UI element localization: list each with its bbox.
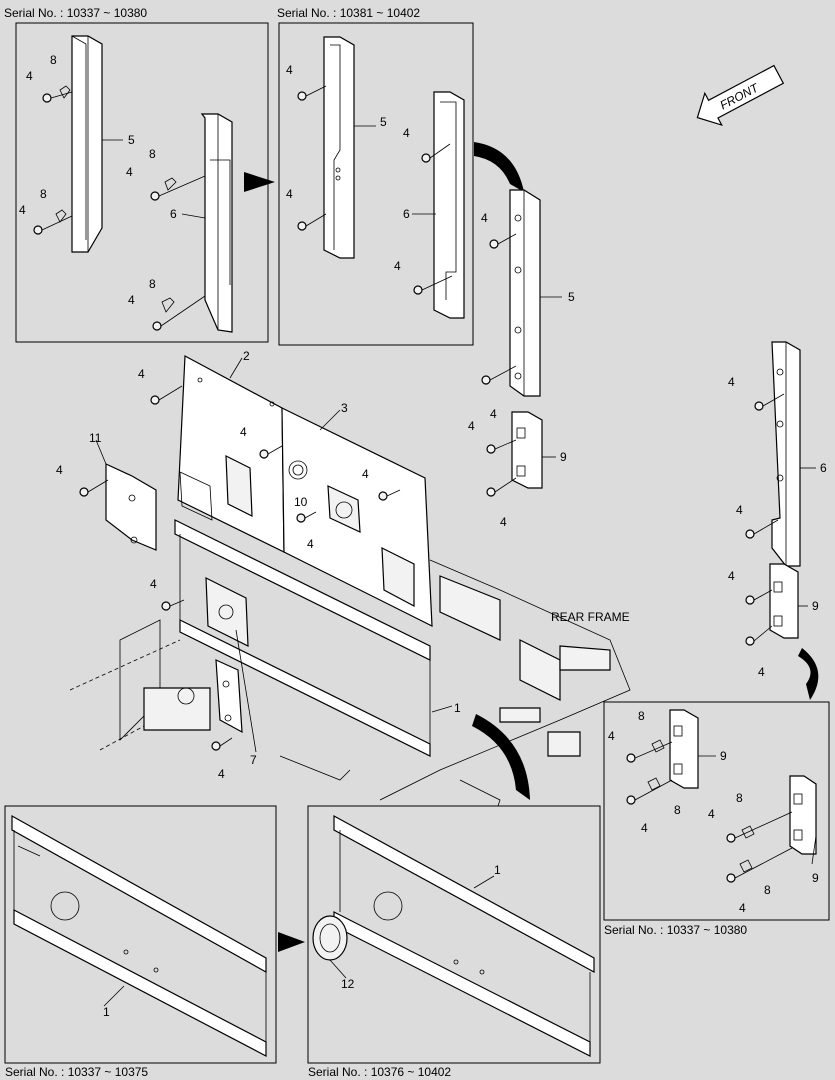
callout-4: 4 bbox=[728, 569, 735, 583]
callout-8: 8 bbox=[638, 709, 645, 723]
part-9-center: 4 9 4 bbox=[468, 411, 567, 529]
callout-4: 4 bbox=[19, 203, 26, 217]
callout-4: 4 bbox=[56, 463, 63, 477]
rear-frame-label: REAR FRAME bbox=[551, 610, 630, 624]
callout-6: 6 bbox=[170, 207, 177, 221]
callout-4: 4 bbox=[218, 767, 225, 781]
callout-7: 7 bbox=[250, 753, 257, 767]
part-6-right: 4 6 4 bbox=[728, 341, 827, 567]
callout-6: 6 bbox=[820, 461, 827, 475]
callout-4: 4 bbox=[240, 425, 247, 439]
callout-4: 4 bbox=[641, 821, 648, 835]
callout-4: 4 bbox=[362, 467, 369, 481]
seal-ring-12 bbox=[312, 915, 348, 961]
callout-4: 4 bbox=[490, 407, 497, 421]
arrow-right-icon bbox=[244, 172, 275, 192]
callout-4: 4 bbox=[481, 211, 488, 225]
callout-4: 4 bbox=[286, 63, 293, 77]
callout-8: 8 bbox=[764, 883, 771, 897]
front-arrow-icon: FRONT bbox=[696, 64, 785, 127]
callout-4: 4 bbox=[608, 729, 615, 743]
callout-4: 4 bbox=[758, 665, 765, 679]
callout-4: 4 bbox=[150, 577, 157, 591]
detail-box-top-left: Serial No. : 10337 ~ 10380 4 8 5 8 4 8 6… bbox=[4, 6, 269, 343]
callout-11: 11 bbox=[89, 431, 102, 445]
callout-3: 3 bbox=[341, 401, 348, 415]
callout-5: 5 bbox=[128, 133, 135, 147]
detail-box-bottom-left: Serial No. : 10337 ~ 10375 1 bbox=[4, 805, 277, 1079]
callout-4: 4 bbox=[403, 126, 410, 140]
serial-bottom-left: Serial No. : 10337 ~ 10375 bbox=[5, 1065, 148, 1079]
part-9-right: 4 9 4 bbox=[728, 563, 819, 679]
callout-8: 8 bbox=[736, 791, 743, 805]
callout-8: 8 bbox=[50, 53, 57, 67]
callout-9: 9 bbox=[560, 450, 567, 464]
callout-4: 4 bbox=[708, 807, 715, 821]
callout-4: 4 bbox=[736, 503, 743, 517]
curved-arrow-icon bbox=[474, 142, 524, 192]
callout-8: 8 bbox=[149, 277, 156, 291]
callout-4: 4 bbox=[728, 375, 735, 389]
curved-arrow-icon bbox=[798, 648, 819, 700]
callout-1: 1 bbox=[494, 863, 501, 877]
serial-bottom-mid: Serial No. : 10376 ~ 10402 bbox=[308, 1065, 451, 1079]
callout-5: 5 bbox=[380, 115, 387, 129]
main-assembly: 2 4 3 4 11 4 4 10 4 4 REAR FRAME 1 7 4 bbox=[56, 349, 631, 831]
callout-4: 4 bbox=[739, 901, 746, 915]
callout-4: 4 bbox=[26, 69, 33, 83]
detail-box-top-mid: Serial No. : 10381 ~ 10402 4 5 4 4 6 4 bbox=[277, 6, 474, 346]
callout-8: 8 bbox=[40, 187, 47, 201]
callout-4: 4 bbox=[286, 187, 293, 201]
curved-arrow-icon bbox=[472, 714, 530, 800]
detail-box-bottom-mid: Serial No. : 10376 ~ 10402 12 1 bbox=[307, 805, 601, 1079]
callout-6: 6 bbox=[403, 207, 410, 221]
callout-8: 8 bbox=[674, 803, 681, 817]
callout-5: 5 bbox=[568, 290, 575, 304]
arrow-right-icon bbox=[278, 932, 305, 952]
callout-4: 4 bbox=[468, 419, 475, 433]
callout-2: 2 bbox=[243, 349, 250, 363]
detail-box-right: Serial No. : 10337 ~ 10380 8 4 9 8 4 8 4… bbox=[603, 701, 830, 937]
callout-4: 4 bbox=[500, 515, 507, 529]
callout-8: 8 bbox=[149, 147, 156, 161]
callout-4: 4 bbox=[128, 293, 135, 307]
serial-top-mid: Serial No. : 10381 ~ 10402 bbox=[277, 6, 420, 20]
part-5-center: 4 5 4 bbox=[481, 189, 575, 421]
callout-10: 10 bbox=[294, 495, 308, 509]
callout-4: 4 bbox=[126, 165, 133, 179]
callout-4: 4 bbox=[138, 367, 145, 381]
callout-9: 9 bbox=[812, 871, 819, 885]
callout-9: 9 bbox=[720, 749, 727, 763]
serial-top-left: Serial No. : 10337 ~ 10380 bbox=[4, 6, 147, 20]
callout-1: 1 bbox=[454, 701, 461, 715]
callout-4: 4 bbox=[394, 259, 401, 273]
callout-12: 12 bbox=[341, 977, 355, 991]
serial-right: Serial No. : 10337 ~ 10380 bbox=[604, 923, 747, 937]
callout-9: 9 bbox=[812, 599, 819, 613]
callout-4: 4 bbox=[307, 537, 314, 551]
callout-1: 1 bbox=[103, 1005, 110, 1019]
